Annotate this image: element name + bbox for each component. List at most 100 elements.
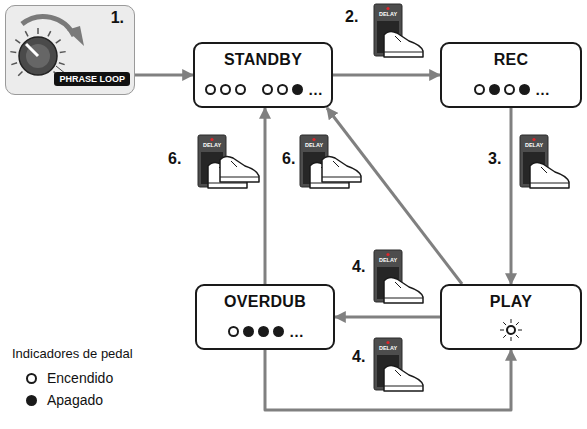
pedal-label: DELAY xyxy=(374,11,402,18)
indicator-dot xyxy=(519,84,530,95)
shoe-lace xyxy=(541,167,547,173)
pedal-label: DELAY xyxy=(374,257,402,264)
shoe-sole xyxy=(384,386,423,387)
legend-swatch xyxy=(26,395,37,406)
state-box: STANDBY … xyxy=(193,42,333,108)
pedal-led xyxy=(386,253,389,256)
step-number: 4. xyxy=(352,258,365,276)
shoe-sole xyxy=(322,177,361,178)
blinking-indicator xyxy=(498,317,524,343)
transition-arrow xyxy=(510,108,513,284)
indicator-dot xyxy=(507,326,515,334)
scale-tick xyxy=(37,28,39,34)
legend: Indicadores de pedalEncendidoApagado xyxy=(12,346,133,411)
knob xyxy=(19,37,57,75)
transition-arrow xyxy=(265,350,511,410)
step-number: 2. xyxy=(345,8,358,26)
indicator-row: … xyxy=(203,80,323,98)
shoe-lace xyxy=(395,282,401,288)
indicator-row xyxy=(498,317,524,343)
indicator-dot xyxy=(235,84,246,95)
legend-text: Encendido xyxy=(47,370,113,386)
knob-scale xyxy=(10,28,65,76)
indicator-dot xyxy=(292,84,303,95)
indicator-ray xyxy=(503,335,506,338)
indicator-ray xyxy=(511,337,512,341)
legend-title: Indicadores de pedal xyxy=(12,346,133,361)
continuation-mark: … xyxy=(289,323,304,340)
pedal-label: DELAY xyxy=(374,345,402,352)
scale-tick xyxy=(10,51,16,53)
shoe xyxy=(322,156,361,182)
state-box: PLAY xyxy=(440,284,582,350)
pedal-led xyxy=(386,341,389,344)
continuation-mark: … xyxy=(308,81,323,98)
shoe-lace xyxy=(395,36,401,42)
shoe-sole xyxy=(384,298,423,299)
shoe xyxy=(220,156,259,182)
state-name: PLAY xyxy=(490,293,532,311)
continuation-mark: … xyxy=(535,81,550,98)
scale-tick xyxy=(60,51,66,53)
scale-tick xyxy=(25,31,28,36)
pedal-led xyxy=(386,7,389,10)
indicator-ray xyxy=(503,322,506,325)
knob-cap xyxy=(26,44,50,68)
step-number: 4. xyxy=(352,348,365,366)
pedal-led xyxy=(210,138,213,141)
knob-pointer xyxy=(26,44,38,56)
indicator-dot xyxy=(262,84,273,95)
indicator-dot xyxy=(258,326,269,337)
indicator-ray xyxy=(518,330,522,331)
shoe-sole xyxy=(220,177,259,178)
indicator-ray xyxy=(516,335,519,338)
shoe-lace xyxy=(395,370,401,376)
indicator-ray xyxy=(500,330,504,331)
transition-arrow xyxy=(327,108,462,284)
indicator-dot xyxy=(277,84,288,95)
legend-swatch xyxy=(26,373,37,384)
scale-tick xyxy=(15,40,20,44)
pedal-led xyxy=(532,138,535,141)
scale-tick xyxy=(59,63,65,65)
shoe xyxy=(384,365,423,391)
shoe-sole xyxy=(530,183,569,184)
legend-text: Apagado xyxy=(47,392,103,408)
step-number: 6. xyxy=(168,150,181,168)
indicator-dot xyxy=(220,84,231,95)
transition-arrow xyxy=(264,108,267,284)
step-number: 6. xyxy=(282,150,295,168)
callout-number: 1. xyxy=(111,9,124,27)
transition-arrow xyxy=(335,316,440,319)
scale-tick xyxy=(48,31,51,36)
transition-arrow xyxy=(333,74,440,77)
shoe xyxy=(530,162,569,188)
indicator-dot xyxy=(504,84,515,95)
state-name: OVERDUB xyxy=(224,293,306,311)
indicator-row: … xyxy=(472,80,550,98)
state-name: STANDBY xyxy=(224,51,302,69)
state-box: REC … xyxy=(440,42,582,108)
indicator-dot xyxy=(228,326,239,337)
indicator-row: … xyxy=(226,322,304,340)
state-box: OVERDUB … xyxy=(195,284,335,350)
state-name: REC xyxy=(494,51,529,69)
pedal-label: DELAY xyxy=(198,142,226,149)
indicator-dot xyxy=(205,84,216,95)
pedal-led xyxy=(312,138,315,141)
indicator-ray xyxy=(516,322,519,325)
shoe-sole xyxy=(384,52,423,53)
panel-ground xyxy=(5,5,135,95)
pedal-label: DELAY xyxy=(300,142,328,149)
indicator-ray xyxy=(511,319,512,323)
scale-tick xyxy=(11,63,17,65)
indicator-dot xyxy=(489,84,500,95)
pedal-label: DELAY xyxy=(520,142,548,149)
step-number: 3. xyxy=(488,150,501,168)
shoe-lace xyxy=(231,161,237,167)
mode-label: PHRASE LOOP xyxy=(54,72,130,86)
shoe xyxy=(384,31,423,57)
indicator-dot xyxy=(243,326,254,337)
legend-row: Apagado xyxy=(26,389,133,411)
legend-row: Encendido xyxy=(26,367,133,389)
